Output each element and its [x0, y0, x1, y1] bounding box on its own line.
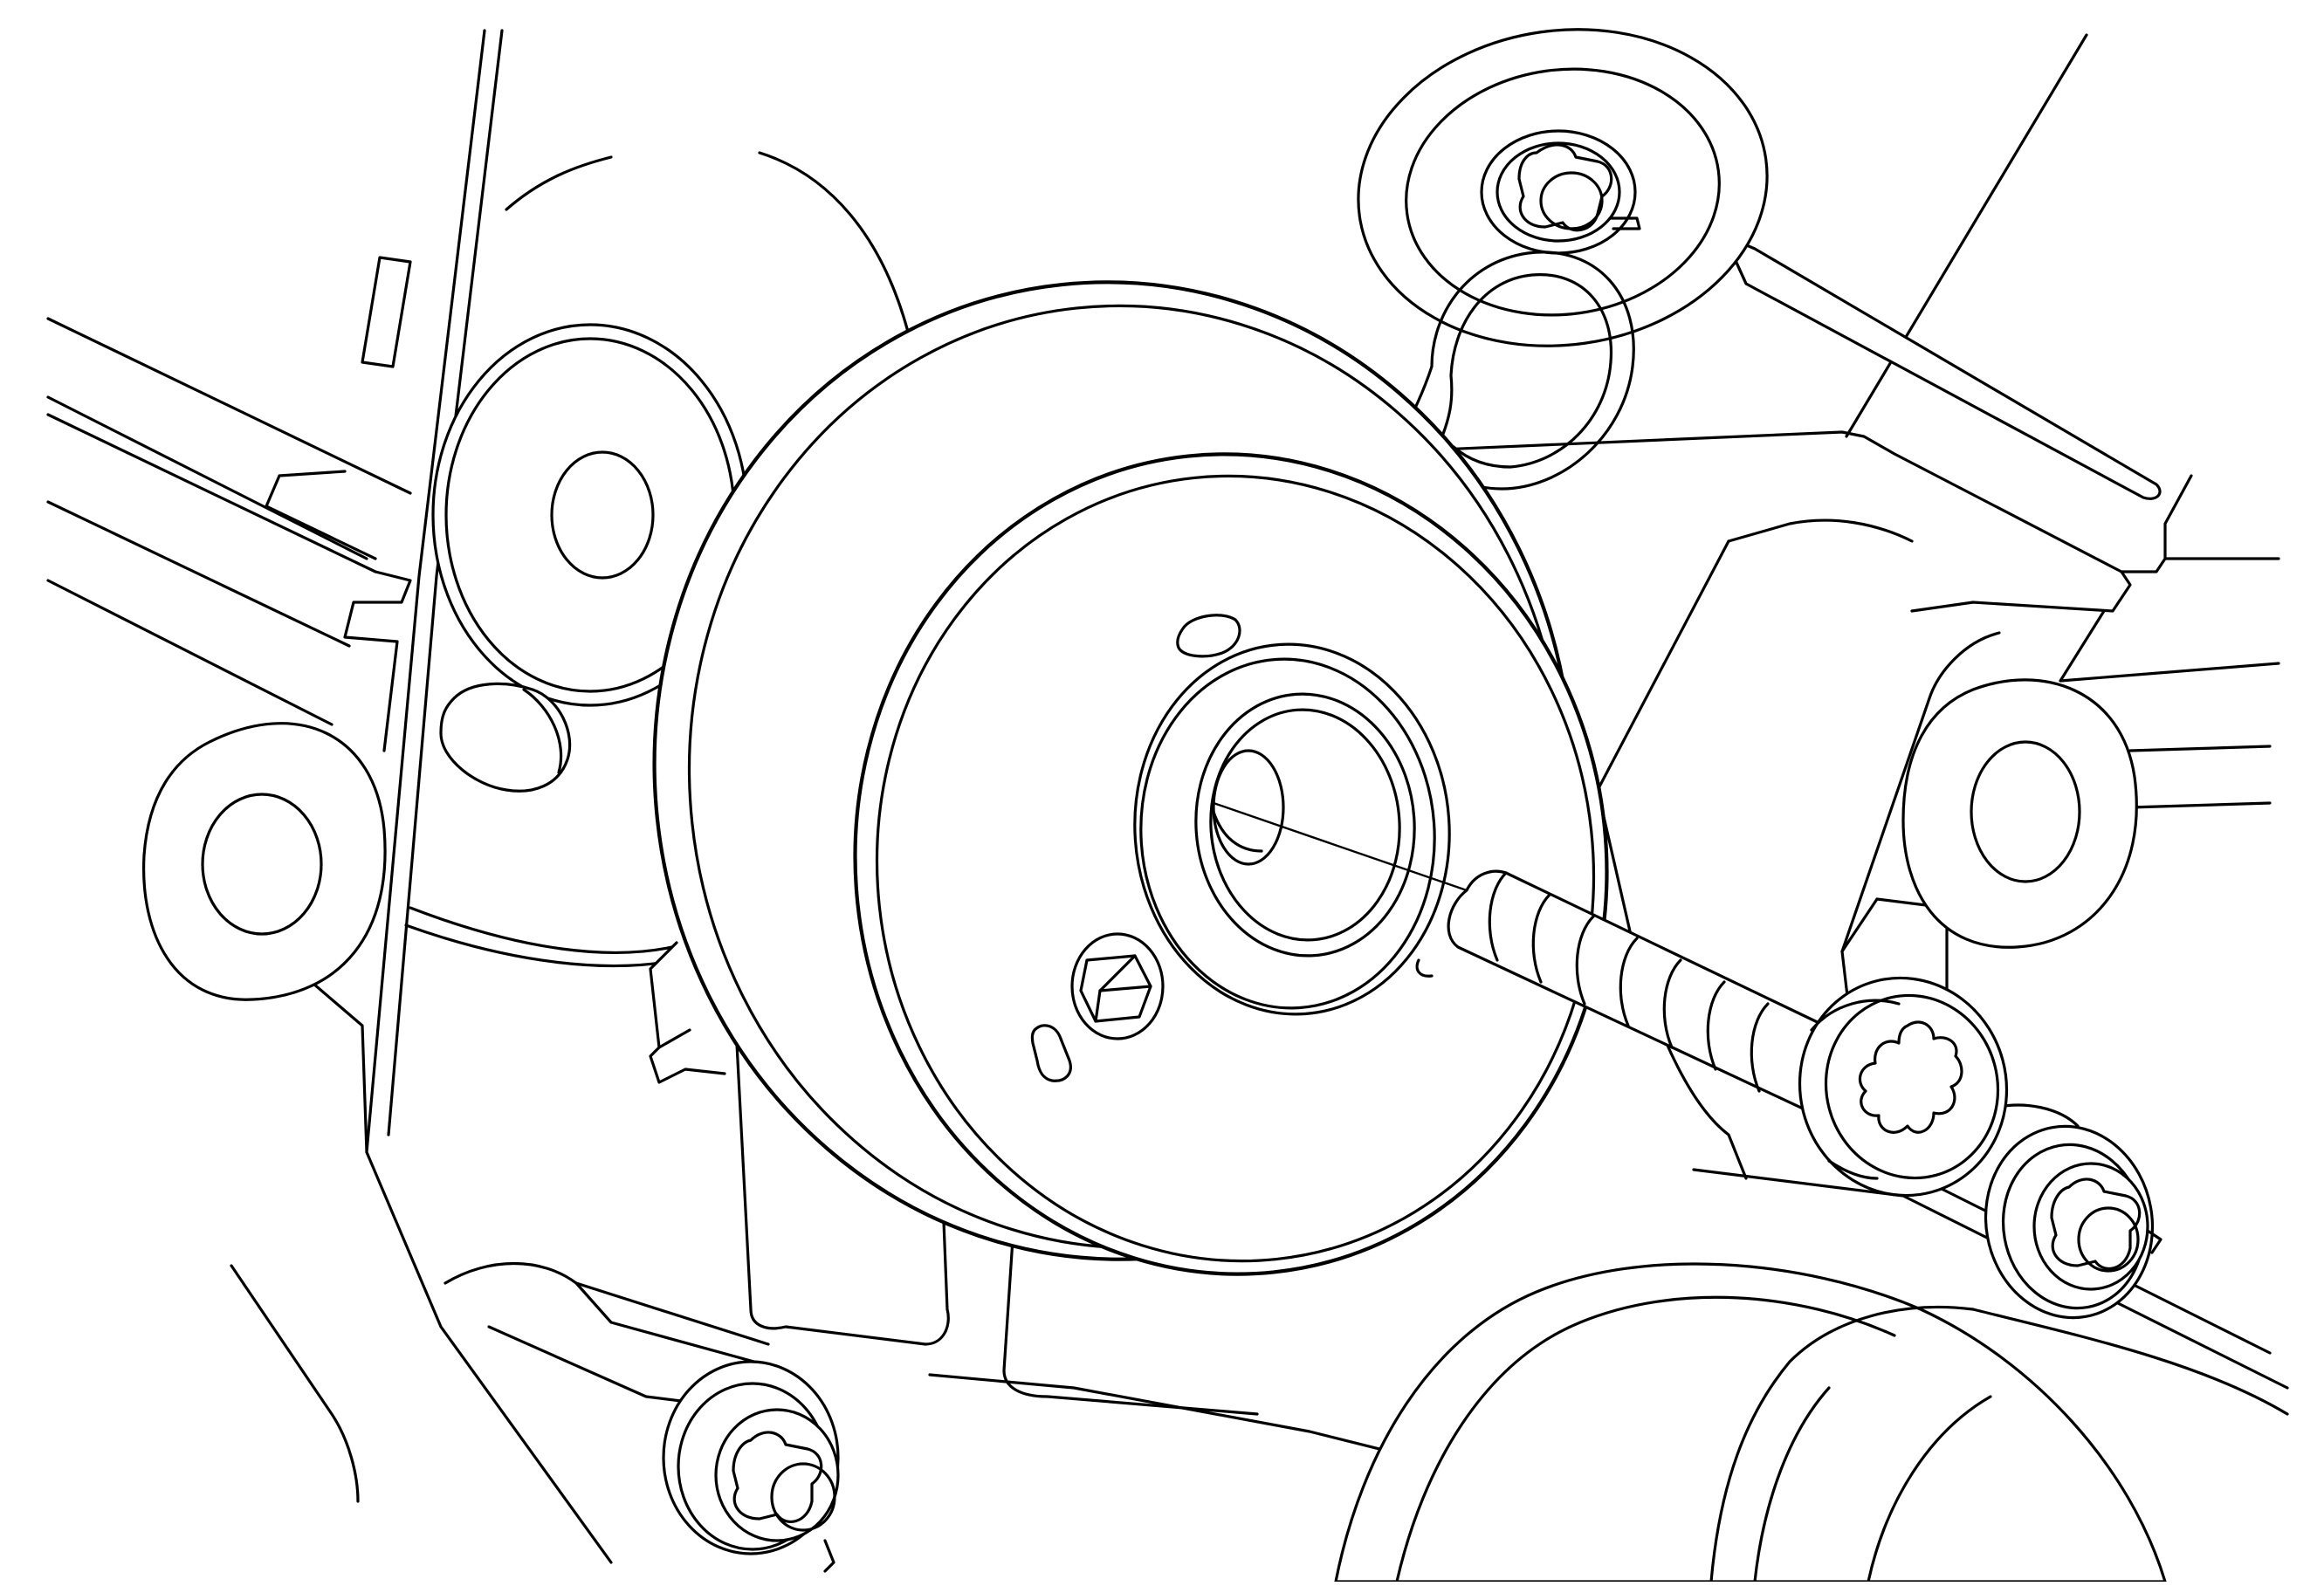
tensioner-pulley	[649, 280, 1609, 1276]
hex-adjuster	[1070, 932, 1165, 1040]
engine-housing	[46, 29, 2289, 1564]
mount-boss-left	[141, 722, 387, 1001]
fixing-bolt	[1212, 801, 2009, 1198]
pulley-lower-right	[1334, 1262, 2289, 1583]
mount-boss-right	[1901, 678, 2138, 949]
torx-bolt-lower-right	[1984, 1124, 2162, 1320]
torx-bolt-upper	[1357, 28, 1769, 347]
torx-bolt-lower-left	[662, 1360, 840, 1573]
